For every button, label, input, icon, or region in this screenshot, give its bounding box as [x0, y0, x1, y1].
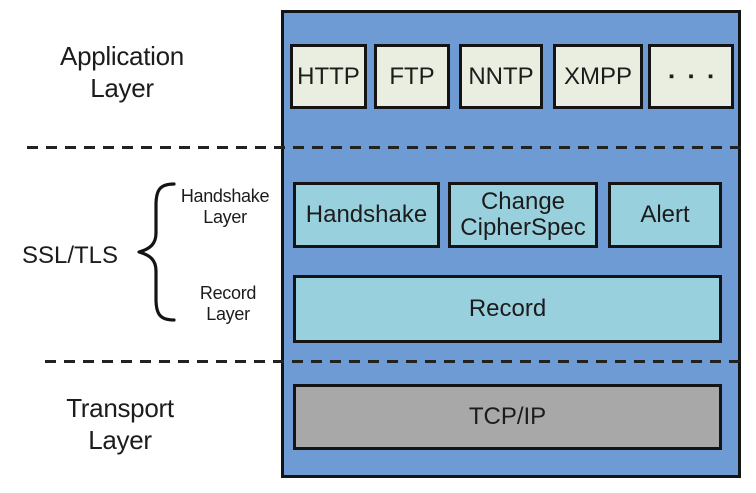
handshake-sublayer-label: Handshake Layer [180, 186, 270, 227]
protocol-box-http: HTTP [290, 44, 367, 109]
handshake-protocol-box: Handshake [293, 182, 440, 248]
record-sublayer-label: Record Layer [199, 283, 257, 324]
alert-protocol-box: Alert [608, 182, 722, 248]
protocol-box-ellipsis: ▪ ▪ ▪ [648, 44, 734, 109]
protocol-stack-container: HTTP FTP NNTP XMPP ▪ ▪ ▪ Handshake Chang… [281, 10, 741, 478]
record-protocol-box: Record [293, 275, 722, 343]
ssl-tls-brace [137, 182, 176, 322]
protocol-box-nntp: NNTP [459, 44, 543, 109]
protocol-box-xmpp: XMPP [553, 44, 643, 109]
ssl-tls-label: SSL/TLS [21, 242, 119, 269]
protocol-box-ftp: FTP [374, 44, 450, 109]
transport-layer-label: Transport Layer [66, 393, 174, 455]
ssl-transport-separator-dashed-line [45, 360, 741, 363]
tcp-ip-box: TCP/IP [293, 384, 722, 450]
change-cipherspec-protocol-box: Change CipherSpec [448, 182, 598, 248]
application-ssl-separator-dashed-line [27, 146, 741, 149]
application-layer-label: Application Layer [60, 41, 184, 103]
